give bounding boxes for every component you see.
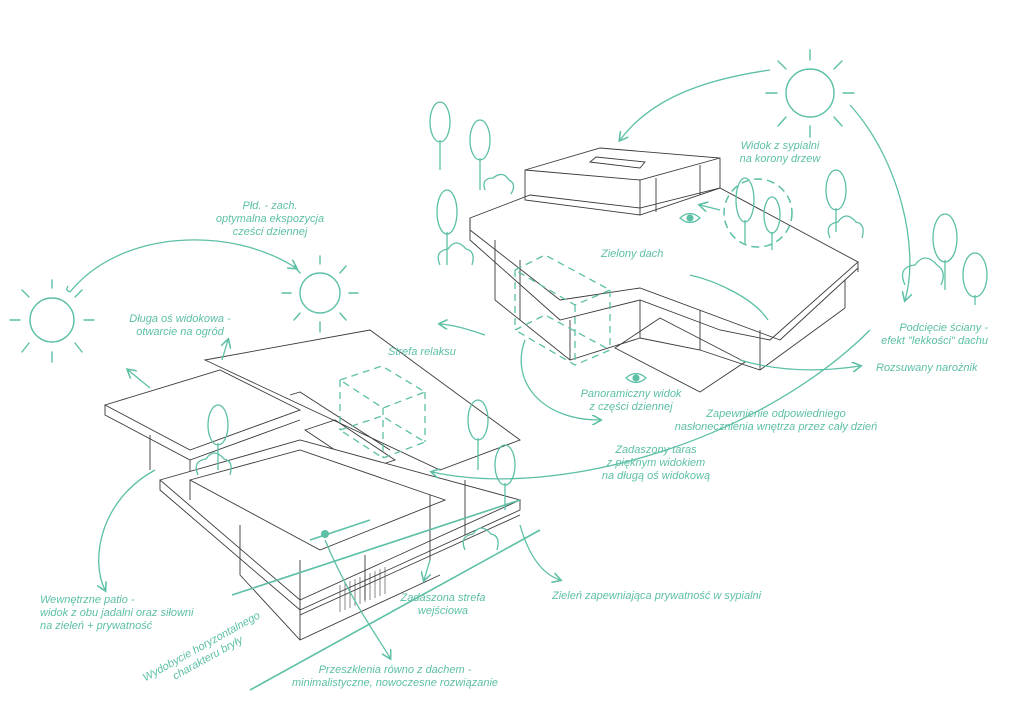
label-green-roof: Zielony dach (601, 248, 664, 260)
glazing-marker-dot (321, 530, 329, 538)
label-panoramic-view: Panoramiczny widok z części dziennej (580, 388, 682, 413)
label-covered-entrance: Zadaszona strefa wejściowa (400, 592, 486, 617)
upper-house-drawing (469, 147, 859, 393)
label-view-axis: Długa oś widokowa - otwarcie na ogród (129, 313, 231, 338)
eye-icon-bedroom (679, 212, 701, 224)
label-bedroom-privacy: Zieleń zapewniająca prywatność w sypialn… (552, 590, 762, 602)
label-covered-terrace: Zadaszony taras z pięknym widokiem na dł… (601, 444, 711, 482)
sun-icon-right (765, 49, 855, 138)
label-sliding-corner: Rozsuwany narożnik (876, 362, 978, 374)
label-relax-zone: Strefa relaksu (388, 346, 456, 358)
label-sunlight: Zapewnienie odpowiedniego nasłonecznieni… (674, 408, 878, 433)
sun-icon-middle (281, 255, 359, 333)
label-inner-patio: Wewnętrzne patio - widok z obu jadalni o… (40, 594, 194, 632)
annotation-arrows (66, 69, 910, 658)
dashed-volume-lower (338, 365, 427, 459)
lower-house-drawing (103, 329, 522, 641)
label-wall-undercut: Podcięcie ściany - efekt "lekkości" dach… (881, 322, 988, 347)
tree-icons (195, 101, 988, 551)
label-sw-exposure: Płd. - zach. optymalna ekspozycja cześci… (215, 200, 325, 238)
label-bedroom-view: Widok z sypialni na korony drzew (739, 140, 821, 165)
bedroom-view-circle (723, 178, 793, 248)
horizontal-accent-lines (231, 499, 541, 691)
label-flush-glazing: Przeszklenia równo z dachem - minimalist… (291, 664, 499, 689)
sun-icon-left (9, 279, 95, 363)
eye-icon-living (625, 372, 647, 384)
relax-zone-volume (513, 254, 612, 366)
